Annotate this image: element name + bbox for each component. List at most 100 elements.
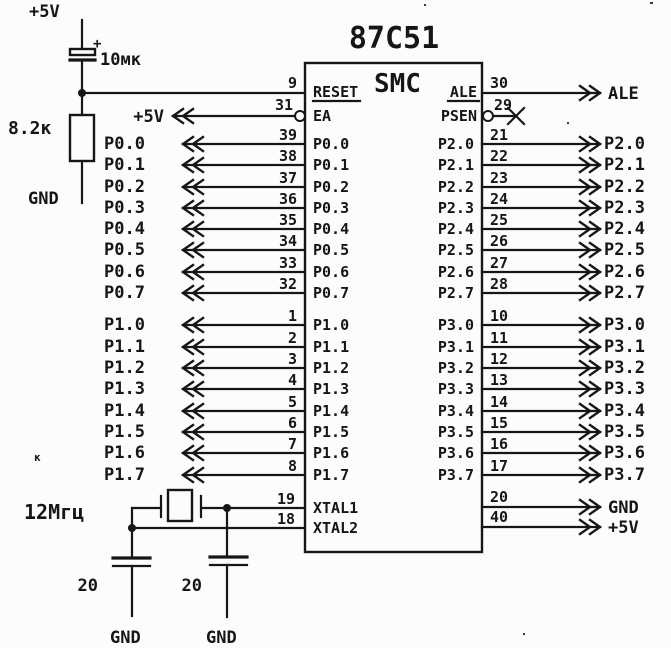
pin-number: 2 [288, 329, 297, 347]
arrowhead [578, 284, 593, 302]
chip-pin-label: P3.6 [438, 444, 474, 462]
pin-number: 15 [490, 414, 508, 432]
arrowhead [190, 241, 205, 259]
pin-number: 17 [490, 457, 508, 475]
signal-label: P2.7 [604, 283, 645, 303]
chip-reset-label: RESET [313, 83, 358, 101]
arrowhead [578, 498, 593, 516]
pin-number: 10 [490, 307, 508, 325]
chip-pin-label: P3.0 [438, 316, 474, 334]
chip-pin-label: P0.1 [313, 156, 349, 174]
pin-number-reset: 9 [288, 74, 297, 92]
chip-pin-label: P3.3 [438, 380, 474, 398]
pin-number: 28 [490, 275, 508, 293]
arrowhead [588, 423, 603, 441]
vcc-top-label: +5V [29, 2, 60, 22]
ic-body [303, 61, 484, 554]
signal-label: P0.7 [104, 283, 145, 303]
arrowhead [578, 359, 593, 377]
scan-speck [650, 2, 653, 4]
pin-number: 34 [279, 232, 297, 250]
arrowhead [588, 518, 603, 536]
pin-number: 14 [490, 393, 508, 411]
signal-label: P0.0 [104, 134, 145, 154]
arrowhead [588, 178, 603, 196]
pin-number: 3 [288, 350, 297, 368]
arrowhead [588, 359, 603, 377]
arrowhead [180, 199, 195, 217]
arrowhead [190, 316, 205, 334]
chip-pin-label: P2.0 [438, 135, 474, 153]
pin-number: 6 [288, 414, 297, 432]
pin-number: 21 [490, 126, 508, 144]
arrowhead [180, 359, 195, 377]
signal-label: P0.6 [104, 262, 145, 282]
pin-number: 7 [288, 435, 297, 453]
resistor-value-label: 8.2к [8, 118, 52, 139]
chip-ea-label: EA [313, 107, 331, 125]
signal-label: P2.5 [604, 240, 645, 260]
scan-speck [567, 122, 569, 124]
signal-label: P0.1 [104, 155, 145, 175]
arrowhead [578, 241, 593, 259]
chip-pin-label: P0.3 [313, 199, 349, 217]
chip-xtal2-label: XTAL2 [313, 519, 358, 537]
arrowhead [588, 199, 603, 217]
arrowhead [190, 402, 205, 420]
arrowhead [578, 316, 593, 334]
chip-pin-label: P1.6 [313, 444, 349, 462]
arrowhead [578, 220, 593, 238]
pin-number: 23 [490, 169, 508, 187]
arrowhead [578, 380, 593, 398]
pin-number: 38 [279, 147, 297, 165]
cap1-gnd-label: GND [110, 628, 141, 648]
chip-pin-label: P3.5 [438, 423, 474, 441]
pin-number: 5 [288, 393, 297, 411]
arrowhead [190, 380, 205, 398]
ea-net-label: +5V [133, 107, 164, 127]
chip-pin-label: P2.4 [438, 220, 474, 238]
signal-label: P2.3 [604, 198, 645, 218]
pin-number-ale: 30 [490, 74, 508, 92]
arrowhead [578, 518, 593, 536]
chip-ale-label: ALE [450, 83, 477, 101]
pin-number: 4 [288, 371, 297, 389]
arrowhead [578, 263, 593, 281]
no-connect-x-mark [506, 106, 526, 126]
arrowhead [588, 241, 603, 259]
arrowhead [170, 107, 185, 125]
electrolytic-cap-plate-top [68, 47, 97, 57]
chip-pin-label: P1.2 [313, 359, 349, 377]
signal-label: P2.0 [604, 134, 645, 154]
arrowhead [180, 220, 195, 238]
arrowhead [190, 220, 205, 238]
signal-label: P0.3 [104, 198, 145, 218]
pin-number-xtal2: 18 [277, 510, 295, 528]
signal-label: P1.1 [104, 337, 145, 357]
ic-part-number: 87C51 [349, 21, 439, 56]
pin-number: 22 [490, 147, 508, 165]
chip-pin-label: P2.1 [438, 156, 474, 174]
pin-number: 12 [490, 350, 508, 368]
arrowhead [578, 466, 593, 484]
wire-crystal-left [130, 506, 163, 530]
chip-pin-label: P1.3 [313, 380, 349, 398]
psen-inversion-bubble [482, 110, 494, 122]
pin-number: 37 [279, 169, 297, 187]
signal-label: P0.4 [104, 219, 145, 239]
arrowhead [190, 263, 205, 281]
arrowhead [180, 380, 195, 398]
arrowhead [588, 156, 603, 174]
pin-number: 26 [490, 232, 508, 250]
pin-number: 13 [490, 371, 508, 389]
arrowhead [190, 466, 205, 484]
chip-pin-label: P1.1 [313, 338, 349, 356]
ale-net-label: ALE [608, 84, 639, 104]
arrowhead [588, 402, 603, 420]
cap1-value-label: 20 [78, 576, 98, 596]
arrowhead [190, 423, 205, 441]
arrowhead [180, 107, 195, 125]
